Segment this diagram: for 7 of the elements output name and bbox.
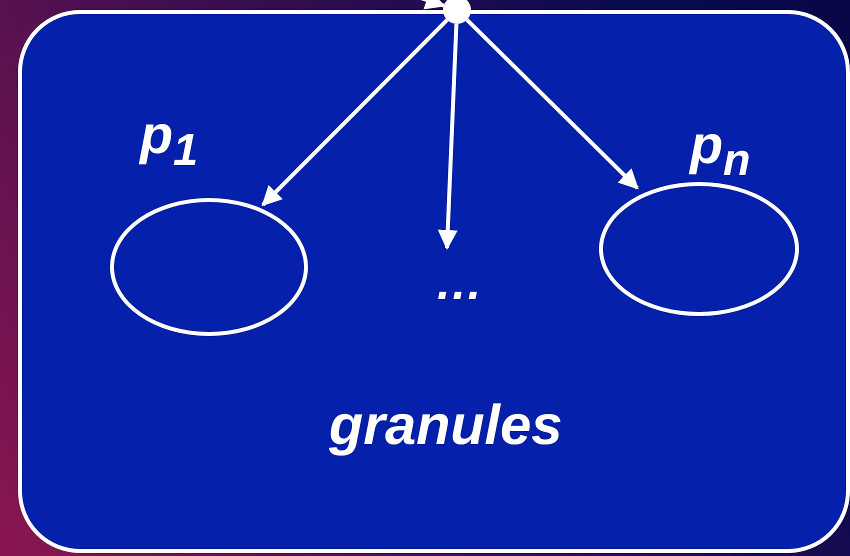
set-label: p$_{1}$ xyxy=(140,108,198,172)
set-label: p$_{n}$ xyxy=(690,118,750,182)
rounded-panel xyxy=(18,10,850,553)
arrow xyxy=(262,18,449,206)
arrow xyxy=(438,24,458,250)
arrow xyxy=(466,18,639,190)
ellipsis-text: … xyxy=(435,260,483,308)
